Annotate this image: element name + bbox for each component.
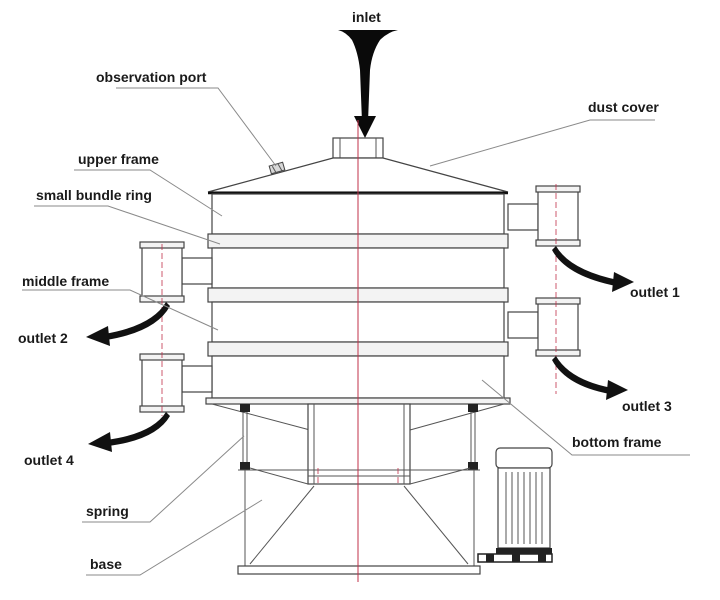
label-outlet-1: outlet 1 [630,284,680,300]
label-outlet-4: outlet 4 [24,452,74,468]
leader-upper-frame [74,169,223,217]
leader-observation-port [116,87,277,167]
label-dust-cover: dust cover [588,99,659,115]
outlet-2-arrow [86,302,170,346]
outlet-4-arrow [88,412,170,452]
leader-middle-frame [22,289,219,331]
label-observation-port: observation port [96,69,207,85]
leader-spring [82,435,245,523]
inlet-funnel [338,30,398,138]
leader-small-bundle-ring [34,205,221,245]
observation-port [268,161,286,175]
outlet-3-arrow [552,356,628,400]
label-inlet: inlet [352,9,381,25]
lower-hopper [211,403,505,485]
label-upper-frame: upper frame [78,151,159,167]
label-bottom-frame: bottom frame [572,434,662,450]
label-small-bundle-ring: small bundle ring [36,187,152,203]
leader-dust-cover [429,119,655,167]
outlet-1-spout [507,185,581,247]
base-frame [237,467,481,575]
label-base: base [90,556,122,572]
label-outlet-2: outlet 2 [18,330,68,346]
leader-base [86,499,263,576]
outlet-3-spout [507,297,581,357]
spring-right [468,404,478,470]
outlet-2-spout [139,241,213,303]
label-spring: spring [86,503,129,519]
label-outlet-3: outlet 3 [622,398,672,414]
leader-bottom-frame [481,379,690,456]
label-middle-frame: middle frame [22,273,109,289]
outlet-4-spout [139,353,213,413]
outlet-1-arrow [552,246,634,292]
vibration-motor [477,447,553,563]
